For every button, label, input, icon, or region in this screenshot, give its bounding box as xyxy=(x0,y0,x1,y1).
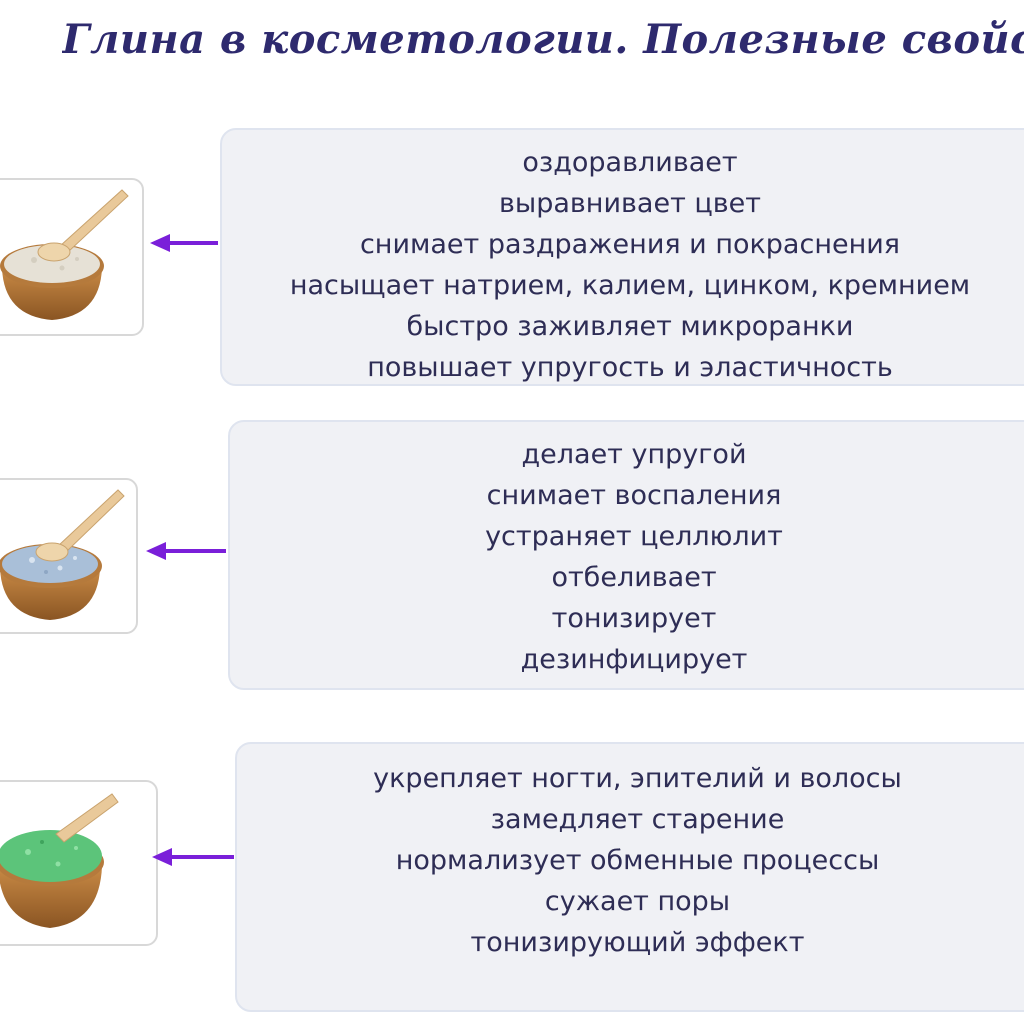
property-item: снимает раздражения и покраснения xyxy=(359,229,901,260)
blue-clay-photo xyxy=(0,478,138,634)
white-clay-bowl-icon xyxy=(0,189,129,320)
property-item: делает упругой xyxy=(521,439,747,470)
property-item: повышает упругость и эластичность xyxy=(367,352,893,383)
arrow-left-icon xyxy=(146,542,226,560)
green-clay-photo xyxy=(0,780,158,946)
green-clay-powder xyxy=(0,830,102,882)
white-clay-powder xyxy=(4,245,100,283)
white-clay-properties-panel: оздоравливает выравнивает цвет снимает р… xyxy=(220,128,1024,386)
property-item: дезинфицирует xyxy=(520,644,748,675)
property-item: сужает поры xyxy=(544,886,731,917)
arrow-left-icon xyxy=(150,234,218,252)
property-item: оздоравливает xyxy=(522,147,738,178)
property-item: укрепляет ногти, эпителий и волосы xyxy=(373,763,902,794)
property-item: тонизирующий эффект xyxy=(470,927,805,958)
property-item: быстро заживляет микроранки xyxy=(406,311,854,342)
green-clay-bowl-icon xyxy=(0,793,119,928)
arrow-left-icon xyxy=(152,848,234,866)
property-item: выравнивает цвет xyxy=(498,188,762,219)
blue-clay-powder xyxy=(2,545,98,583)
property-item: насыщает натрием, калием, цинком, кремни… xyxy=(289,270,971,301)
property-item: тонизирует xyxy=(551,603,717,634)
blue-clay-bowl-icon xyxy=(0,489,125,620)
property-item: замедляет старение xyxy=(490,804,785,835)
white-clay-photo xyxy=(0,178,144,336)
property-item: устраняет целлюлит xyxy=(485,521,783,552)
green-clay-properties-panel: укрепляет ногти, эпителий и волосы замед… xyxy=(235,742,1024,1012)
property-item: отбеливает xyxy=(551,562,717,593)
blue-clay-properties-panel: делает упругой снимает воспаления устран… xyxy=(228,420,1024,690)
page-title: Глина в косметологии. Полезные свойства xyxy=(62,16,1024,63)
property-item: снимает воспаления xyxy=(486,480,782,511)
property-item: нормализует обменные процессы xyxy=(395,845,880,876)
